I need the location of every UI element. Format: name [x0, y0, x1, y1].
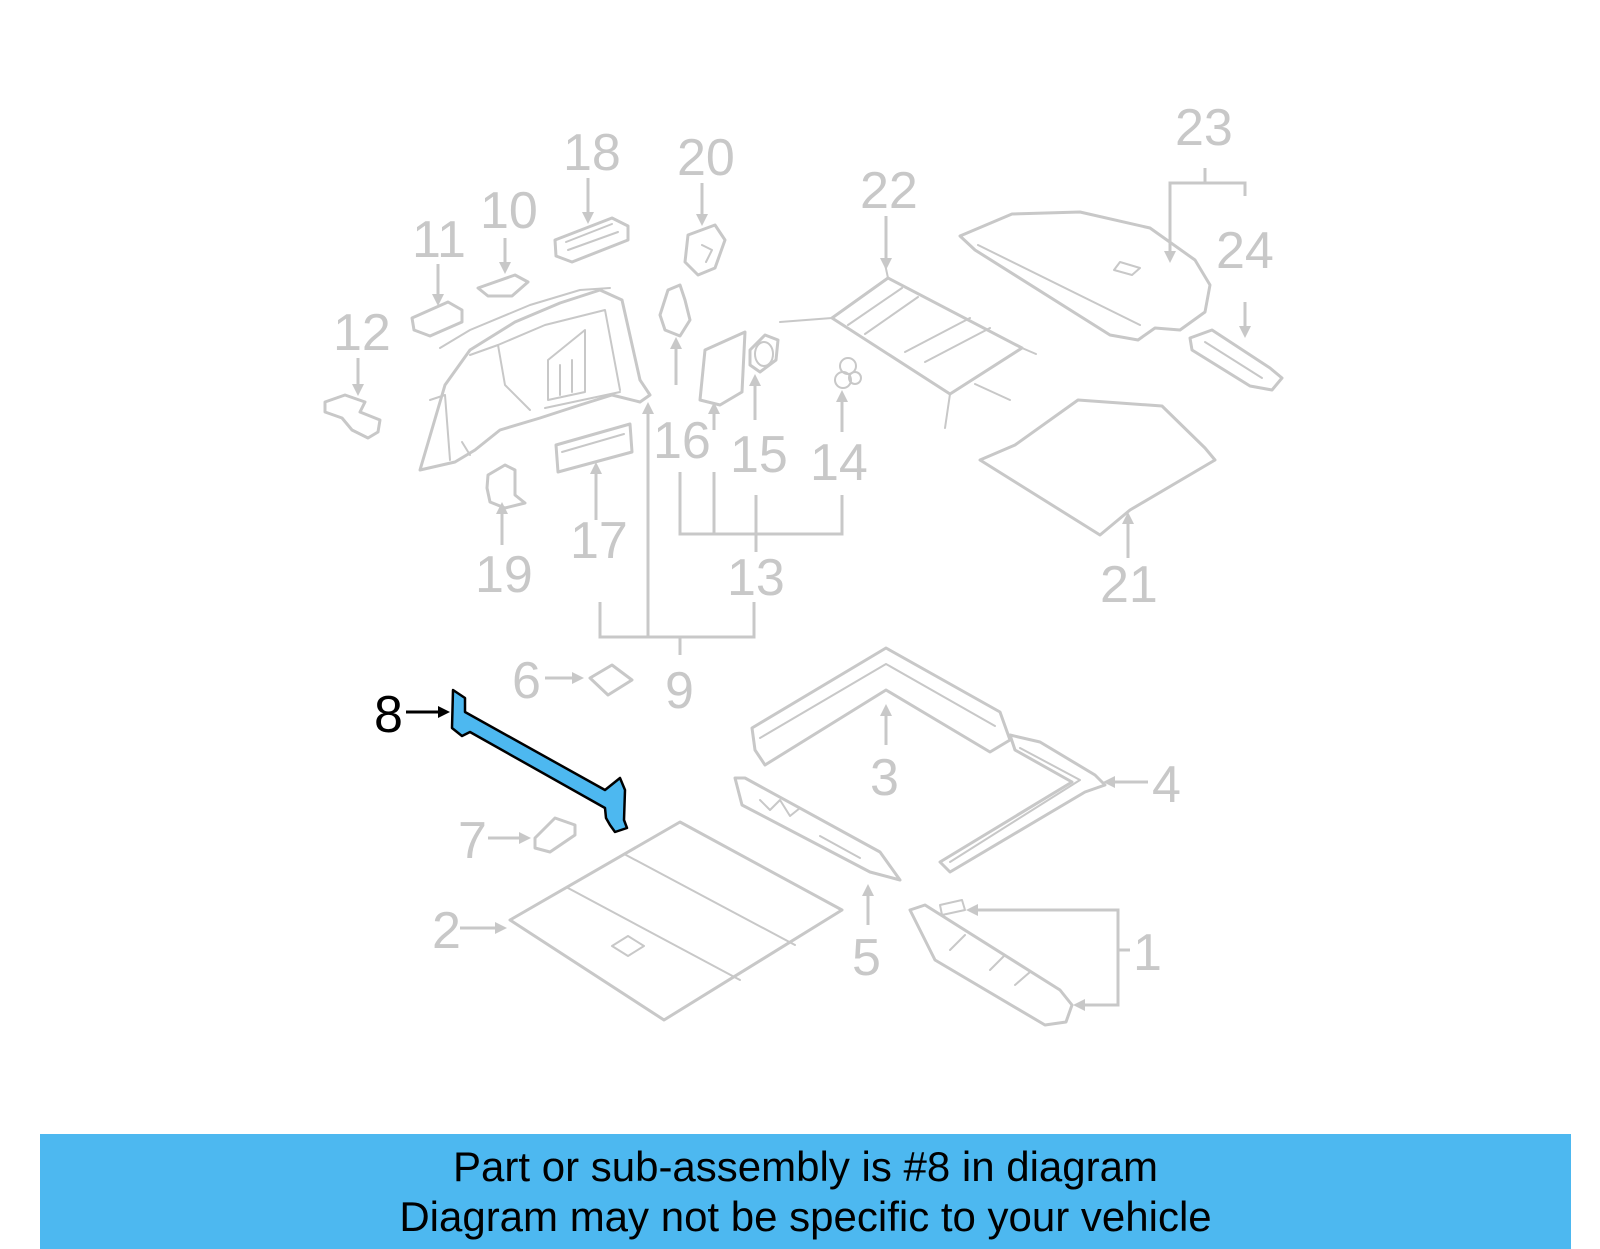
callout-21: 21 [1100, 556, 1158, 614]
banner-line-2: Diagram may not be specific to your vehi… [399, 1193, 1212, 1240]
callout-10: 10 [480, 182, 538, 240]
callout-5: 5 [852, 929, 881, 987]
callout-20: 20 [677, 129, 735, 187]
part-4 [938, 733, 1107, 874]
part-9-quarter-trim [418, 287, 652, 472]
part-11 [410, 300, 464, 338]
part-14 [834, 357, 862, 389]
callout-1: 1 [1133, 924, 1162, 982]
callout-14: 14 [810, 434, 868, 492]
part-17 [554, 422, 634, 474]
part-20 [683, 223, 727, 277]
part-5 [733, 776, 902, 882]
callout-2: 2 [432, 902, 461, 960]
part-16 [698, 330, 747, 407]
callout-23: 23 [1175, 99, 1233, 157]
part-8-highlighted [450, 688, 629, 834]
part-7 [533, 816, 577, 854]
callout-9: 9 [665, 662, 694, 720]
part-10 [476, 273, 530, 298]
banner-line-1: Part or sub-assembly is #8 in diagram [453, 1143, 1158, 1190]
part-23-tonneau-cover [958, 210, 1212, 342]
part-1 [908, 899, 1074, 1027]
part-15 [748, 333, 780, 374]
callout-19: 19 [475, 546, 533, 604]
part-6 [588, 663, 634, 697]
callout-24: 24 [1216, 222, 1274, 280]
callout-6: 6 [512, 652, 541, 710]
callout-15: 15 [730, 426, 788, 484]
part-12 [323, 393, 382, 440]
part-22-cargo-net [779, 263, 1037, 429]
callout-16: 16 [653, 412, 711, 470]
info-banner: Part or sub-assembly is #8 in diagram Di… [40, 1134, 1571, 1249]
part-21-floor-mat [978, 398, 1217, 537]
callout-11: 11 [412, 211, 466, 269]
callout-17: 17 [570, 512, 628, 570]
callout-18: 18 [563, 124, 621, 182]
part-19 [485, 463, 527, 510]
callout-22: 22 [860, 162, 918, 220]
callout-3: 3 [870, 749, 899, 807]
part-18 [553, 216, 630, 264]
part-24 [1188, 328, 1284, 392]
callout-12: 12 [333, 304, 391, 362]
part-3 [750, 646, 1012, 767]
callout-8: 8 [374, 686, 403, 744]
callout-4: 4 [1152, 756, 1181, 814]
callout-7: 7 [458, 812, 487, 870]
callout-13: 13 [727, 549, 785, 607]
part-2-floor-board [508, 820, 844, 1022]
